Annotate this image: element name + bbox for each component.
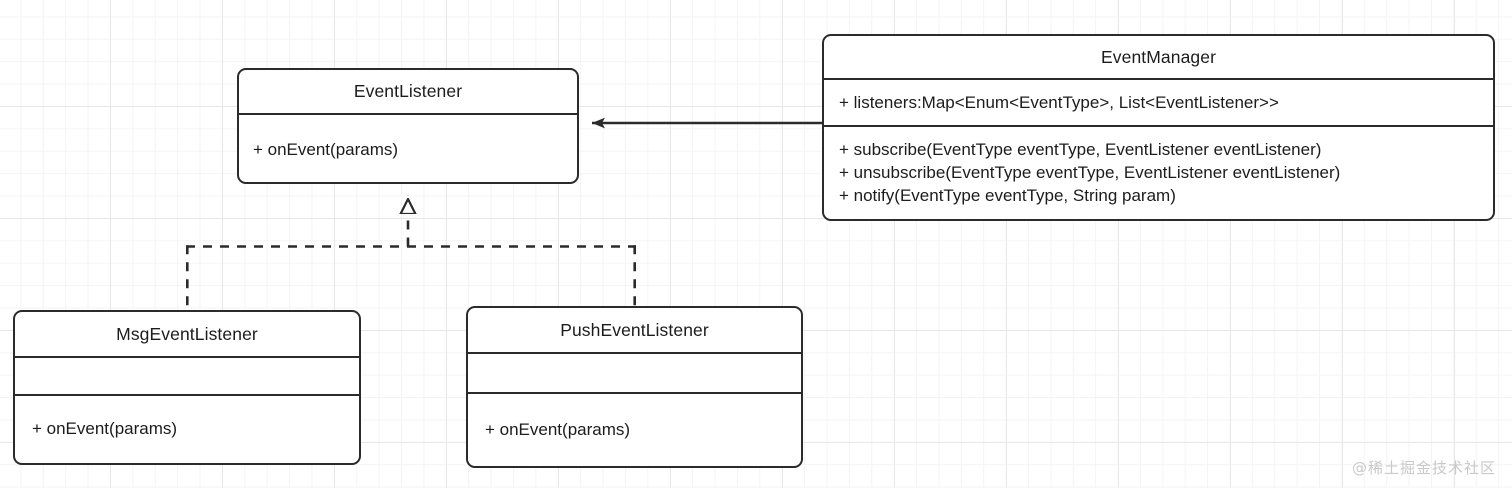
- method-row: + unsubscribe(EventType eventType, Event…: [839, 162, 1341, 182]
- method-row: + onEvent(params): [253, 139, 399, 159]
- attributes-compartment-event-manager: + listeners:Map<Enum<EventType>, List<Ev…: [824, 78, 1493, 125]
- class-box-event-manager[interactable]: EventManager + listeners:Map<Enum<EventT…: [822, 34, 1495, 221]
- methods-compartment-event-manager: + subscribe(EventType eventType, EventLi…: [824, 125, 1493, 218]
- method-row: + subscribe(EventType eventType, EventLi…: [839, 139, 1322, 159]
- attributes-compartment-msg-event-listener: [15, 356, 359, 394]
- class-box-push-event-listener[interactable]: PushEventListener + onEvent(params): [466, 306, 803, 468]
- methods-compartment-msg-event-listener: + onEvent(params): [15, 394, 359, 462]
- methods-compartment-push-event-listener: + onEvent(params): [468, 392, 801, 465]
- class-name-msg-event-listener: MsgEventListener: [116, 323, 258, 344]
- method-row: + onEvent(params): [485, 419, 631, 439]
- method-row: + notify(EventType eventType, String par…: [839, 186, 1176, 206]
- class-box-event-listener[interactable]: EventListener + onEvent(params): [237, 68, 579, 184]
- class-box-msg-event-listener[interactable]: MsgEventListener + onEvent(params): [13, 310, 361, 465]
- class-name-event-manager: EventManager: [1100, 46, 1217, 67]
- method-row: + onEvent(params): [32, 419, 178, 439]
- class-name-event-listener: EventListener: [353, 81, 463, 101]
- class-name-push-event-listener: PushEventListener: [560, 319, 709, 340]
- edge-realization-tree: [186, 199, 637, 310]
- attributes-compartment-push-event-listener: [468, 352, 801, 392]
- methods-compartment-event-listener: + onEvent(params): [239, 113, 577, 182]
- attribute-row: + listeners:Map<Enum<EventType>, List<Ev…: [839, 92, 1279, 112]
- watermark: @稀土掘金技术社区: [1351, 459, 1496, 477]
